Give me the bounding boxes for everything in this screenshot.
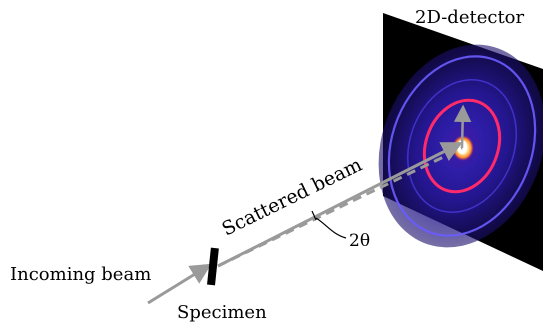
direct-beam-line — [217, 146, 463, 268]
incoming-beam-arrow — [147, 263, 212, 305]
angle-leader — [315, 217, 347, 239]
inner-ring — [422, 98, 502, 194]
two-theta-label: 2θ — [349, 231, 370, 251]
specimen — [207, 247, 219, 286]
incoming-beam-label: Incoming beam — [10, 264, 151, 285]
ring-radius-arrow — [453, 104, 472, 149]
detector — [378, 13, 543, 271]
middle-ring — [406, 79, 518, 213]
outer-ring — [387, 55, 537, 237]
specimen-label: Specimen — [177, 302, 267, 323]
detector-label: 2D-detector — [415, 7, 525, 28]
angle-arc — [311, 210, 317, 221]
